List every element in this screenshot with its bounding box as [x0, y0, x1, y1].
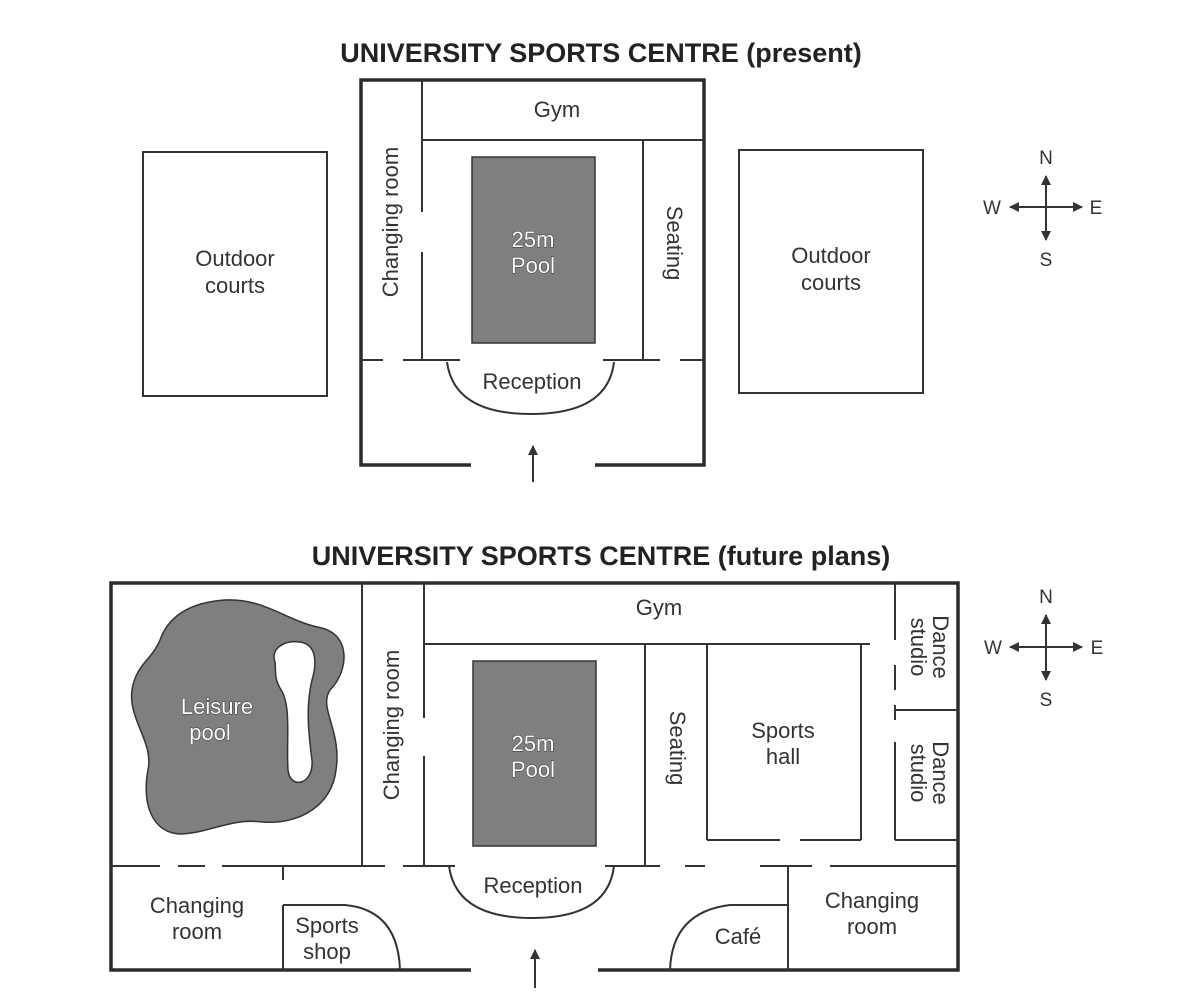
- future-gym-label: Gym: [636, 595, 682, 620]
- compass-s-label: S: [1040, 690, 1053, 711]
- future-dance-studio-south-label-1: Dance: [928, 741, 953, 805]
- present-changing-room-label: Changing room: [378, 147, 403, 297]
- present-reception-label: Reception: [482, 369, 581, 394]
- present-outdoor-courts-east-label-1: Outdoor: [791, 243, 871, 268]
- compass-s-label: S: [1040, 250, 1053, 271]
- present-outdoor-courts-west-label-1: Outdoor: [195, 246, 275, 271]
- future-dance-studio-north-label-1: Dance: [928, 615, 953, 679]
- future-title: UNIVERSITY SPORTS CENTRE (future plans): [312, 541, 891, 571]
- compass-w-label: W: [984, 638, 1002, 659]
- future-outer-wall: [109, 581, 960, 972]
- future-reception-label: Reception: [483, 873, 582, 898]
- future-leisure-pool-label-2: pool: [189, 720, 231, 745]
- future-leisure-pool-label-1: Leisure: [181, 694, 253, 719]
- present-outdoor-courts-west: [142, 151, 328, 397]
- future-changing-room-sw-label-1: Changing: [150, 893, 244, 918]
- future-reception-desk: [448, 865, 615, 920]
- present-outer-wall: [359, 78, 706, 467]
- future-changing-room-west-label: Changing room: [379, 650, 404, 800]
- future-changing-room-se-label-2: room: [847, 914, 897, 939]
- present-outdoor-courts-east-label-2: courts: [801, 270, 861, 295]
- present-title: UNIVERSITY SPORTS CENTRE (present): [340, 38, 862, 68]
- future-sports-hall-label-2: hall: [766, 744, 800, 769]
- future-dance-studio-north-label-2: studio: [906, 618, 931, 677]
- compass-n-label: N: [1039, 148, 1053, 169]
- future-25m-pool: [472, 660, 597, 847]
- future-changing-room-se-label-1: Changing: [825, 888, 919, 913]
- compass-present: N S W E: [983, 148, 1102, 271]
- present-outdoor-courts-west-label-2: courts: [205, 273, 265, 298]
- present-pool-label-1: 25m: [512, 227, 555, 252]
- future-sports-shop-label-2: shop: [303, 939, 351, 964]
- future-sports-shop-label-1: Sports: [295, 913, 359, 938]
- future-changing-room-sw-label-2: room: [172, 919, 222, 944]
- compass-e-label: E: [1090, 198, 1103, 219]
- compass-w-label: W: [983, 198, 1001, 219]
- future-pool-label-1: 25m: [512, 731, 555, 756]
- future-seating-label: Seating: [665, 711, 690, 786]
- compass-e-label: E: [1091, 638, 1104, 659]
- future-dance-studio-south-label-2: studio: [906, 744, 931, 803]
- compass-future: N S W E: [984, 587, 1103, 711]
- present-outdoor-courts-east: [738, 149, 924, 394]
- present-pool-label-2: Pool: [511, 253, 555, 278]
- future-plan: UNIVERSITY SPORTS CENTRE (future plans): [109, 541, 960, 988]
- present-seating-label: Seating: [662, 206, 687, 281]
- future-sports-hall-label-1: Sports: [751, 718, 815, 743]
- future-cafe-counter: [669, 904, 731, 971]
- compass-n-label: N: [1039, 587, 1053, 608]
- present-gym-label: Gym: [534, 97, 580, 122]
- present-25m-pool: [471, 156, 596, 344]
- present-reception-desk: [446, 361, 615, 416]
- future-pool-label-2: Pool: [511, 757, 555, 782]
- future-leisure-pool-island: [273, 640, 316, 784]
- present-plan: UNIVERSITY SPORTS CENTRE (present) Outdo…: [142, 38, 924, 482]
- future-sports-shop-counter: [344, 904, 401, 971]
- future-cafe-label: Café: [715, 924, 761, 949]
